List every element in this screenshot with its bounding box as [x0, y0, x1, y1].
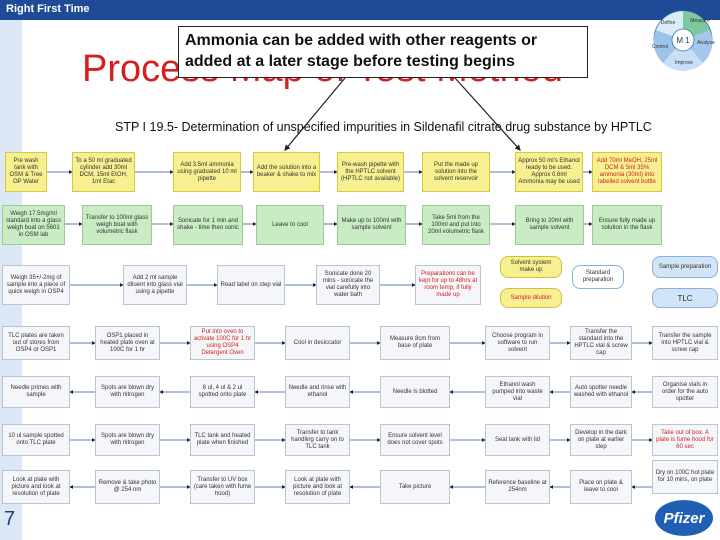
slide-number: 7 — [4, 508, 16, 530]
step-box: Look at plate with picture and look at r… — [285, 470, 350, 504]
step-box: Transfer to UV box (care taken with fume… — [190, 470, 255, 504]
step-box: Add 3.5ml ammonia using graduated 10 ml … — [173, 152, 241, 192]
dmaic-cycle-graphic: M 1 Define Measure Analyse Improve Contr… — [652, 10, 715, 71]
step-box: Place on plate & leave to cool — [570, 470, 632, 504]
step-box: Ensure solvent level does not cover spot… — [380, 424, 450, 456]
step-box: Add the solution into a beaker & shake t… — [253, 152, 320, 192]
step-box: Auto spotter needle washed with ethanol — [570, 376, 632, 408]
cycle-segment-improve: Improve — [675, 60, 693, 66]
step-box: Pre-wash pipette with the HPTLC solvent … — [337, 152, 404, 192]
step-box: Needle is blotted — [380, 376, 450, 408]
step-box: Cool in desiccator — [285, 326, 350, 360]
legend-sample-dilution: Sample dilution — [500, 288, 562, 308]
cycle-segment-analyse: Analyse — [697, 40, 715, 46]
step-box: Transfer the sample into HPTLC vial & sc… — [652, 326, 718, 360]
step-box: Make up to 100ml with sample solvent — [337, 205, 406, 245]
step-box: Leave to cool — [256, 205, 324, 245]
step-box: Put the made up solution into the solven… — [422, 152, 490, 192]
step-box: Weigh 35+/-2mg of sample into a piece of… — [2, 265, 70, 305]
step-box: Develop in the dark on plate at earlier … — [570, 424, 632, 456]
legend-tlc: TLC — [652, 288, 718, 308]
legend-standard-preparation: Standard preparation — [572, 265, 624, 289]
diagram-subtitle: STP I 19.5- Determination of unspecified… — [115, 120, 652, 134]
step-box: Bring to 20ml with sample solvent — [515, 205, 584, 245]
step-box: Transfer to 100ml glass weigh boat with … — [82, 205, 152, 245]
step-box: Dry on 100C hot plate for 10 mins, on pl… — [652, 460, 718, 494]
step-box: Transfer the standard into the HPTLC via… — [570, 326, 632, 360]
step-box: Needle and rinse with ethanol — [285, 376, 350, 408]
step-box: Ethanol wash pumped into waste vial — [485, 376, 550, 408]
step-box: Read label on step vial — [217, 265, 285, 305]
note-box: Preparations can be kept for up to 48hrs… — [415, 265, 481, 305]
header-label: Right First Time — [6, 3, 90, 15]
step-box: OSP1 placed in heated plate oven at 100C… — [95, 326, 160, 360]
callout-box: Ammonia can be added with other reagents… — [178, 26, 588, 78]
step-box: Spots are blown dry with nitrogen — [95, 376, 160, 408]
legend-sample-preparation: Sample preparation — [652, 256, 718, 278]
legend-solvent-system: Solvent system make up — [500, 256, 562, 278]
step-box: TLC plates are taken out of stores from … — [2, 326, 70, 360]
step-box: Take out of box. A plate is fume hood fo… — [652, 424, 718, 456]
step-box: Take 5ml from the 100ml and put into 20m… — [422, 205, 490, 245]
step-box: Reference baseline at 254nm — [485, 470, 550, 504]
step-box: Sonicate done 20 mins - sonicate the via… — [316, 265, 380, 305]
cycle-center-label: M 1 — [676, 36, 690, 45]
step-box: Approx 50 ml's Ethanol ready to be used.… — [515, 152, 583, 192]
step-box: Add 70ml MeOH, 25ml DCM & 5ml 35% ammoni… — [592, 152, 662, 192]
step-box: Take picture — [380, 470, 450, 504]
step-box: Measure 8cm from base of plate — [380, 326, 450, 360]
step-box: Pre wash tank with OSM & Tree OP Water — [5, 152, 47, 192]
step-box: To a 50 ml graduated cylinder add 30ml D… — [72, 152, 135, 192]
step-box: Weigh 17.5mg/ml standard into a glass we… — [2, 205, 65, 245]
header-bar: Right First Time — [0, 0, 720, 20]
step-box: Remove & take photo @ 254 nm — [95, 470, 160, 504]
step-box: Sonicate for 1 min and shake - time then… — [173, 205, 243, 245]
step-box: Choose program in software to run solven… — [485, 326, 550, 360]
step-box: 8 ul, 4 ul & 2 ul spotted onto plate — [190, 376, 255, 408]
step-box: Organise vials in order for the auto spo… — [652, 376, 718, 408]
cycle-segment-measure: Measure — [690, 18, 710, 24]
pfizer-logo: Pfizer — [655, 500, 713, 536]
cycle-segment-control: Control — [652, 44, 668, 50]
step-box: Needle primes with sample — [2, 376, 70, 408]
step-box: Ensure fully made up solution in the fla… — [592, 205, 662, 245]
step-box: TLC tank and heated plate when finished — [190, 424, 255, 456]
step-box: Look at plate with picture and look at r… — [2, 470, 70, 504]
step-box: Add 2 ml sample diluent into glass vial … — [123, 265, 187, 305]
step-box: Seal tank with lid — [485, 424, 550, 456]
step-box: Put into oven to activate 100C for 1 hr … — [190, 326, 255, 360]
step-box: Spots are blown dry with nitrogen — [95, 424, 160, 456]
step-box: 10 ul sample spotted onto TLC plate — [2, 424, 70, 456]
step-box: Transfer to tank handling carry on to TL… — [285, 424, 350, 456]
cycle-segment-define: Define — [661, 20, 676, 26]
